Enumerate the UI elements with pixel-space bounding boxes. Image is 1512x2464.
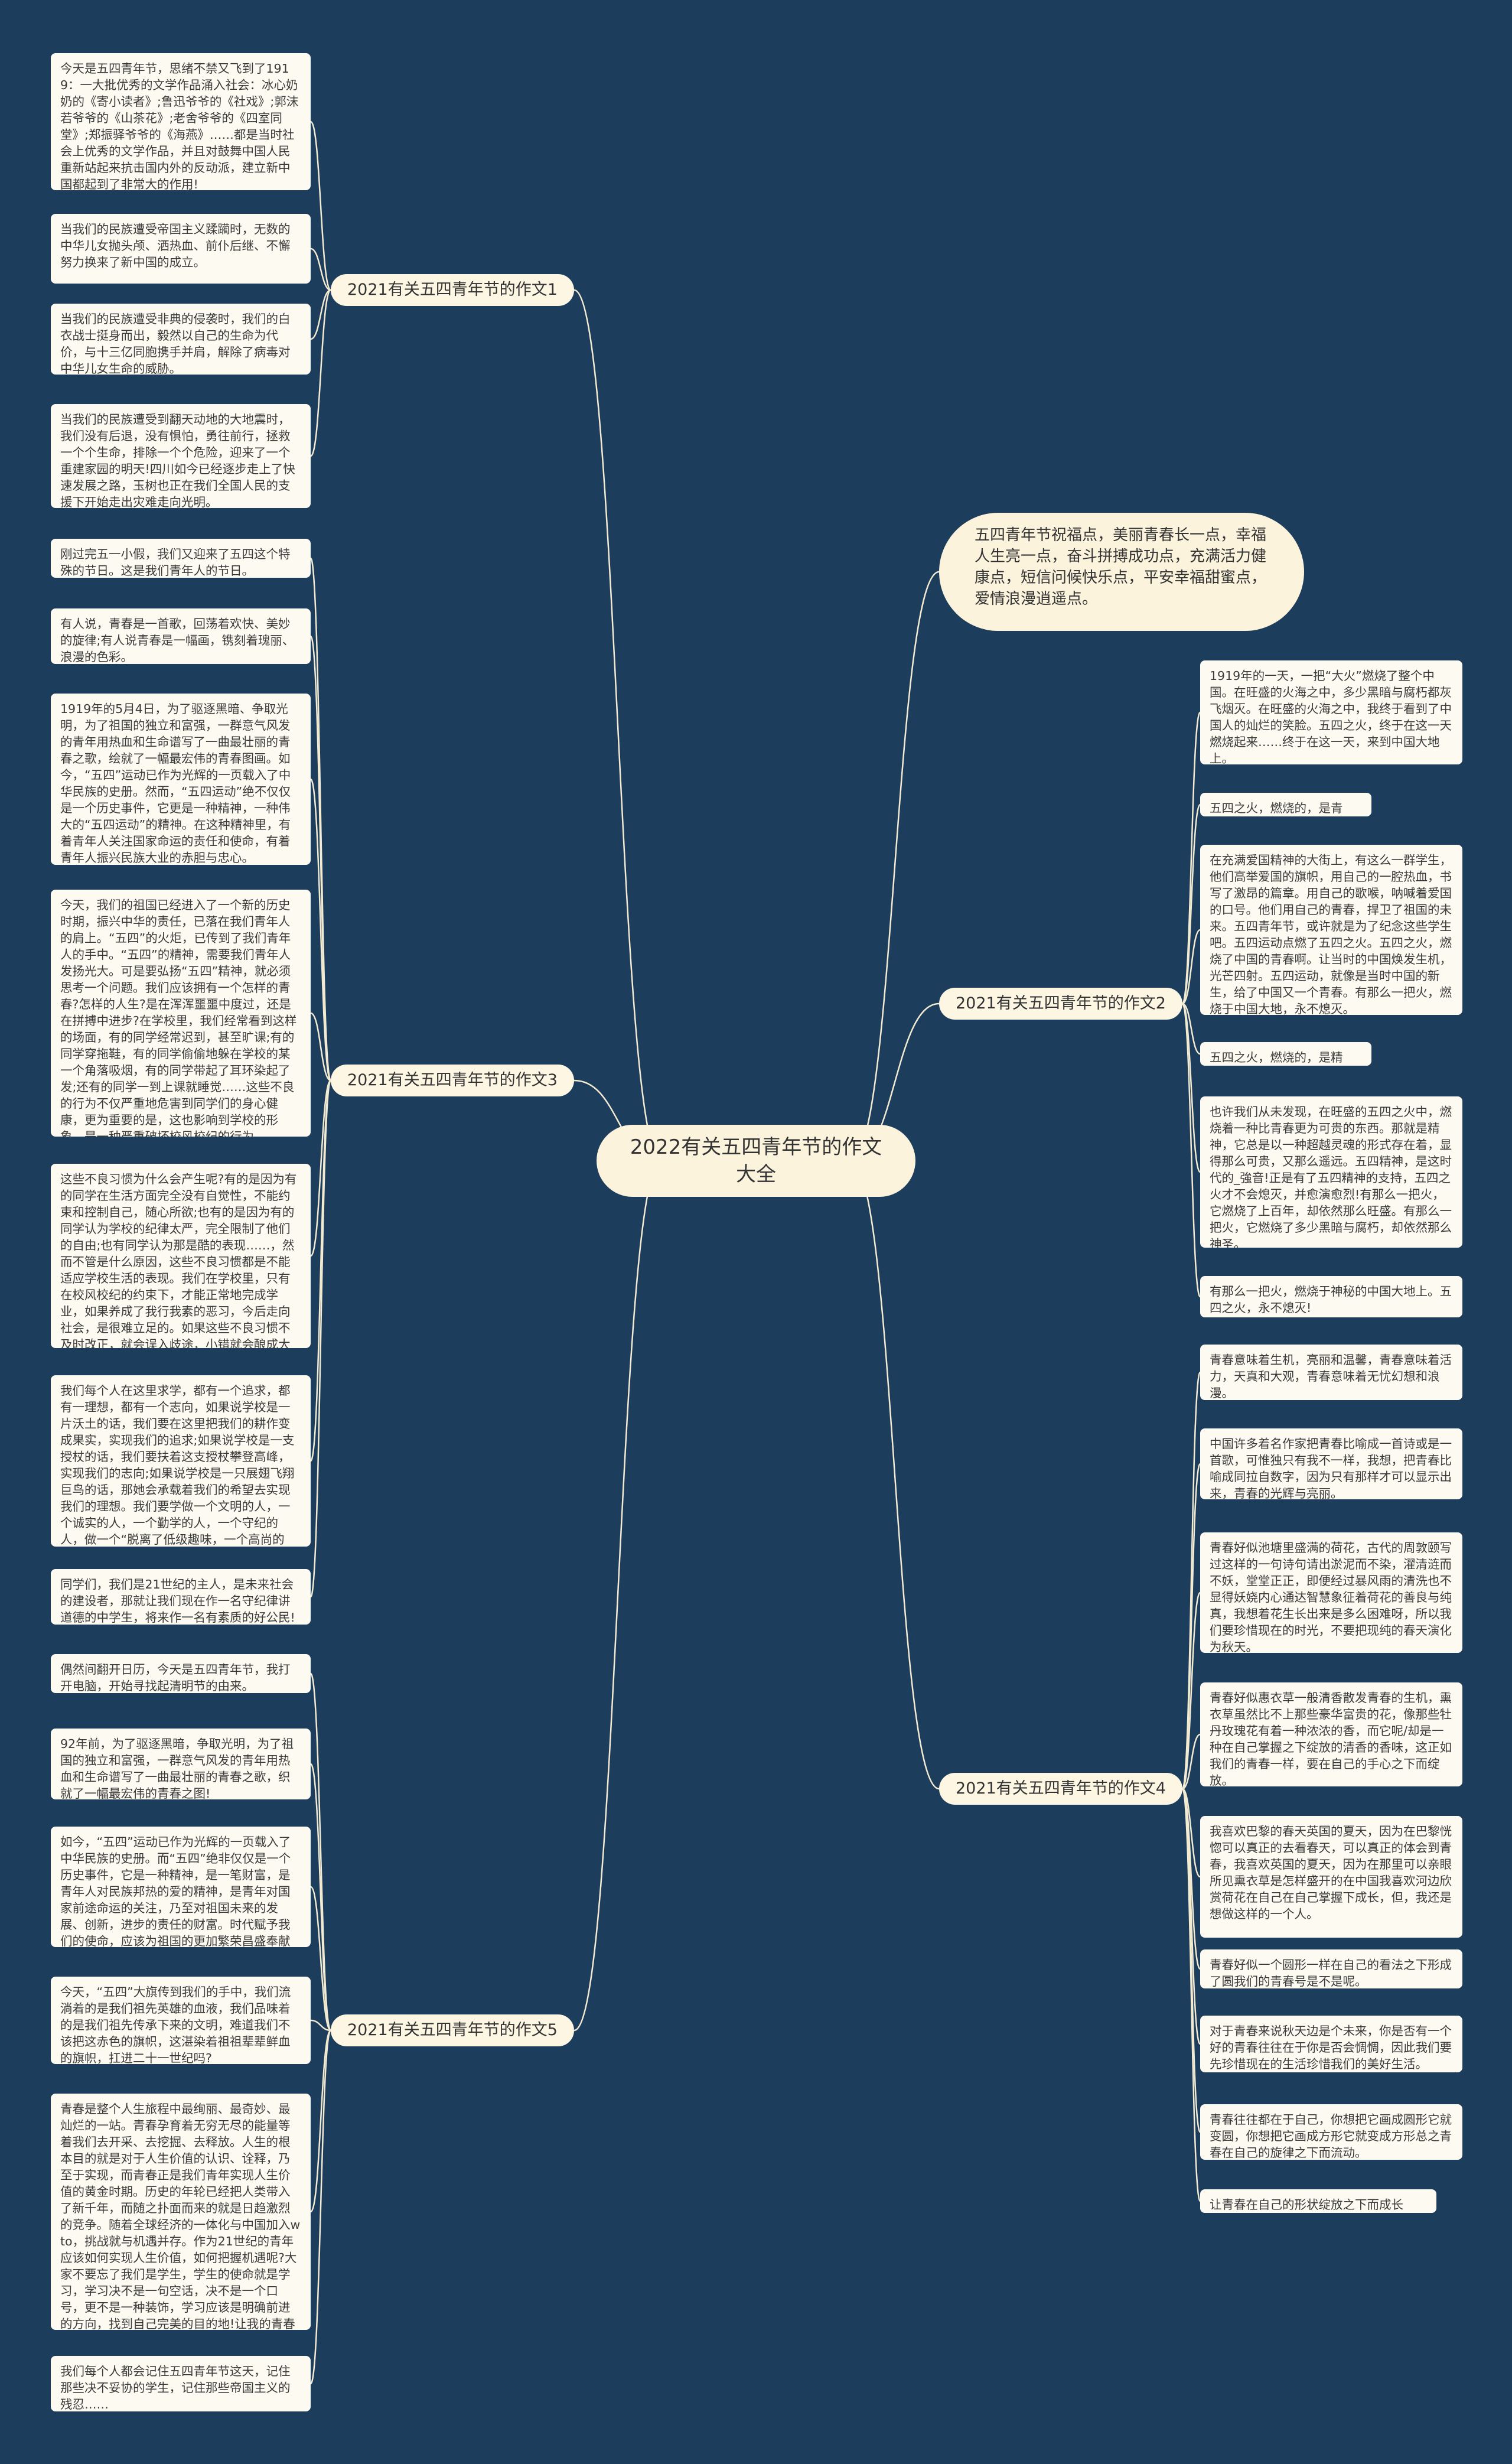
edge-leaf-essay2-1 [1181, 711, 1201, 1005]
leaf-essay3-2: 有人说，青春是一首歌，回荡着欢快、美妙的旋律;有人说青春是一幅画，镌刻着瑰丽、浪… [51, 608, 311, 664]
edge-leaf-essay5-6 [309, 2029, 332, 2385]
leaf-essay2-5: 也许我们从未发现，在旺盛的五四之火中，燃烧着一种比青春更为可贵的东西。那就是精神… [1200, 1096, 1462, 1248]
leaf-essay5-1: 偶然间翻开日历，今天是五四青年节，我打开电脑，开始寻找起清明节的由来。 [51, 1654, 311, 1693]
branch-essay-2[interactable]: 2021有关五四青年节的作文2 [939, 988, 1182, 1020]
leaf-essay4-1: 青春意味着生机，亮丽和温馨，青春意味着活力，天真和大观，青春意味着无忧幻想和浪漫… [1200, 1345, 1462, 1400]
edge-leaf-essay5-3 [309, 1886, 332, 2032]
edge-leaf-essay5-5 [309, 2029, 332, 2213]
branch-essay-1[interactable]: 2021有关五四青年节的作文1 [331, 274, 574, 306]
leaf-essay5-5: 青春是整个人生旅程中最绚丽、最奇妙、最灿烂的一站。青春孕育着无穷无尽的能量等着我… [51, 2094, 311, 2330]
edge-leaf-essay3-3 [309, 778, 332, 1082]
leaf-essay4-6: 青春好似一个圆形一样在自己的看法之下形成了圆我们的青春号是不是呢。 [1200, 1949, 1462, 1988]
root-topic[interactable]: 2022有关五四青年节的作文大全 [597, 1125, 915, 1197]
edge-leaf-essay3-1 [309, 557, 332, 1082]
leaf-essay3-1: 刚过完五一小假，我们又迎来了五四这个特殊的节日。这是我们青年人的节日。 [51, 539, 311, 578]
leaf-essay1-1: 今天是五四青年节，思绪不禁又飞到了1919：一大批优秀的文学作品涌入社会：冰心奶… [51, 53, 311, 190]
leaf-essay1-2: 当我们的民族遭受帝国主义蹂躏时，无数的中华儿女抛头颅、洒热血、前仆后继、不懈努力… [51, 214, 311, 284]
leaf-essay3-7: 同学们，我们是21世纪的主人，是未来社会的建设者，那就让我们现在作一名守纪律讲道… [51, 1569, 311, 1625]
edge-leaf-essay5-4 [310, 2019, 331, 2032]
leaf-essay1-4: 当我们的民族遭受到翻天动地的大地震时，我们没有后退，没有惧怕，勇往前行，拯救一个… [51, 404, 311, 508]
slogan-node[interactable]: 五四青年节祝福点，美丽青春长一点，幸福人生亮一点，奋斗拼搏成功点，充满活力健康点… [939, 513, 1304, 631]
edge-leaf-essay5-2 [309, 1763, 332, 2032]
leaf-essay4-3: 青春好似池塘里盛满的荷花，古代的周敦颐写过这样的一句诗句请出淤泥而不染，濯清涟而… [1200, 1532, 1462, 1653]
edge-leaf-essay4-3 [1181, 1591, 1201, 1790]
leaf-essay5-4: 今天，“五四”大旗传到我们的手中，我们流淌着的是我们祖先英雄的血液，我们品味着的… [51, 1977, 311, 2064]
leaf-essay4-9: 让青春在自己的形状绽放之下而成长吧。 [1200, 2189, 1436, 2213]
leaf-essay5-6: 我们每个人都会记住五四青年节这天，记住那些决不妥协的学生，记住那些帝国主义的残忍… [51, 2356, 311, 2411]
edge-leaf-essay4-1 [1181, 1371, 1201, 1790]
edge-root-slogan [850, 571, 940, 1162]
leaf-essay5-2: 92年前，为了驱逐黑暗，争取光明，为了祖国的独立和富强，一群意气风发的青年用热血… [51, 1729, 311, 1799]
edge-leaf-essay4-5 [1182, 1788, 1201, 1878]
branch-essay-4[interactable]: 2021有关五四青年节的作文4 [939, 1773, 1182, 1805]
leaf-essay4-4: 青春好似惠衣草一般清香散发青春的生机，熏衣草虽然比不上那些豪华富贵的花，像那些牡… [1200, 1682, 1462, 1786]
edge-leaf-essay1-2 [310, 248, 331, 291]
leaf-essay2-6: 有那么一把火，燃烧于神秘的中国大地上。五四之火，永不熄灭! [1200, 1276, 1462, 1317]
leaf-essay2-1: 1919年的一天，一把“大火”燃烧了整个中国。在旺盛的火海之中，多少黑暗与腐朽都… [1200, 660, 1462, 764]
edge-leaf-essay2-2 [1181, 803, 1201, 1005]
leaf-essay4-8: 青春往往都在于自己，你想把它画成圆形它就变圆，你想把它画成方形它就变成方形总之青… [1200, 2104, 1462, 2160]
edge-leaf-essay3-7 [309, 1079, 332, 1598]
edge-leaf-essay3-5 [309, 1079, 332, 1257]
edge-leaf-essay1-1 [309, 121, 332, 291]
leaf-essay5-3: 如今，“五四”运动已作为光辉的一页载入了中华民族的史册。而“五四”绝非仅仅是一个… [51, 1827, 311, 1947]
edge-leaf-essay2-4 [1182, 1002, 1201, 1055]
edge-root-b2 [573, 1160, 662, 2032]
leaf-essay4-2: 中国许多着名作家把青春比喻成一首诗或是一首歌，可惟独只有我不一样，我想，把青春比… [1200, 1428, 1462, 1499]
edge-leaf-essay5-1 [309, 1672, 332, 2032]
leaf-essay3-4: 今天，我们的祖国已经进入了一个新的历史时期，振兴中华的责任，已落在我们青年人的肩… [51, 890, 311, 1137]
branch-essay-3[interactable]: 2021有关五四青年节的作文3 [331, 1065, 574, 1096]
edge-leaf-essay4-4 [1182, 1733, 1201, 1790]
leaf-essay1-3: 当我们的民族遭受非典的侵袭时，我们的白衣战士挺身而出，毅然以自己的生命为代价，与… [51, 304, 311, 375]
leaf-essay4-7: 对于青春来说秋天边是个未来，你是否有一个好的青春往往在于你是否会惆惆，因此我们要… [1200, 2016, 1462, 2072]
leaf-essay2-3: 在充满爱国精神的大街上，有这么一群学生，他们高举爱国的旗帜，用自己的一腔热血，书… [1200, 845, 1462, 1015]
edge-leaf-essay3-2 [309, 635, 332, 1082]
leaf-essay2-4: 五四之火，燃烧的，是精神。 [1200, 1042, 1371, 1066]
edge-leaf-essay1-3 [310, 289, 331, 340]
edge-leaf-essay4-9 [1181, 1788, 1201, 2202]
edge-root-b4 [850, 1160, 940, 1790]
edge-leaf-essay3-4 [310, 1012, 331, 1082]
edge-leaf-essay1-4 [309, 289, 332, 457]
edge-leaf-essay3-6 [309, 1079, 332, 1462]
leaf-essay4-5: 我喜欢巴黎的春天英国的夏天，因为在巴黎恍惚可以真正的去看春天，可以真正的体会到青… [1200, 1816, 1462, 1938]
leaf-essay3-3: 1919年的5月4日，为了驱逐黑暗、争取光明，为了祖国的独立和富强，一群意气风发… [51, 694, 311, 865]
branch-essay-5[interactable]: 2021有关五四青年节的作文5 [331, 2014, 574, 2046]
leaf-essay3-6: 我们每个人在这里求学，都有一个追求，都有一理想，都有一个志向，如果说学校是一片沃… [51, 1375, 311, 1547]
edge-leaf-essay2-3 [1182, 929, 1201, 1005]
edge-leaf-essay2-6 [1181, 1002, 1201, 1298]
leaf-essay3-5: 这些不良习惯为什么会产生呢?有的是因为有的同学在生活方面完全没有自觉性，不能约束… [51, 1164, 311, 1348]
edge-root-b0 [573, 289, 662, 1162]
edge-leaf-essay4-2 [1181, 1463, 1201, 1790]
leaf-essay2-2: 五四之火，燃烧的，是青春。 [1200, 793, 1371, 816]
